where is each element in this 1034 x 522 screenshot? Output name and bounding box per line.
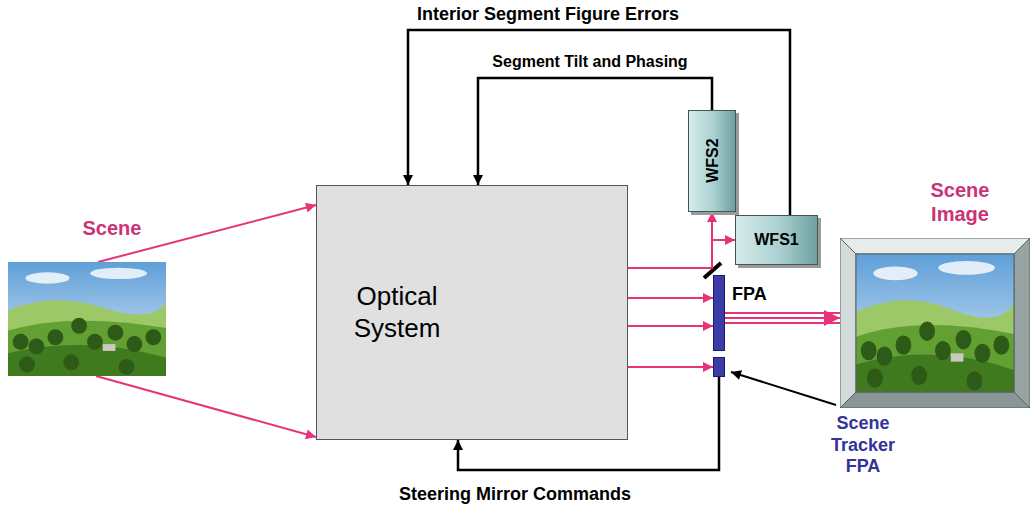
tracker-array: Scene Tracker FPA bbox=[713, 357, 725, 377]
light-path bbox=[628, 212, 712, 268]
tree bbox=[975, 344, 991, 363]
tree bbox=[127, 336, 143, 352]
light-path bbox=[628, 325, 713, 327]
tree bbox=[911, 366, 927, 385]
house bbox=[951, 353, 964, 361]
tree bbox=[919, 322, 935, 341]
feedback-line bbox=[478, 78, 712, 185]
frame-bevel bbox=[840, 392, 1030, 408]
light-path bbox=[725, 313, 840, 323]
node-label: WFS1 bbox=[754, 230, 798, 249]
node-label: Optical System bbox=[322, 281, 472, 343]
sensor-box: WFS1 bbox=[735, 215, 818, 265]
node-heading: Scene Tracker FPA bbox=[823, 413, 903, 478]
node-heading: Scene bbox=[70, 216, 154, 240]
hill bbox=[8, 300, 166, 376]
hill bbox=[8, 321, 166, 376]
light-path bbox=[628, 366, 713, 368]
process-box: Optical System bbox=[316, 185, 628, 440]
tree bbox=[861, 341, 877, 360]
tree bbox=[87, 334, 103, 350]
landscape bbox=[8, 262, 166, 376]
sky bbox=[8, 262, 166, 376]
tree bbox=[19, 357, 35, 373]
tree bbox=[119, 359, 135, 375]
frame-bevel bbox=[1014, 238, 1030, 408]
hill bbox=[856, 300, 1014, 392]
house bbox=[103, 344, 116, 351]
tree bbox=[29, 338, 45, 354]
screen-edge bbox=[856, 254, 1014, 392]
tree bbox=[896, 335, 912, 354]
display-frame bbox=[840, 238, 1030, 408]
cloud bbox=[25, 272, 69, 283]
hill bbox=[856, 325, 1014, 392]
tree bbox=[967, 371, 983, 390]
node-heading: FPA bbox=[732, 284, 792, 306]
line-label: Steering Mirror Commands bbox=[397, 484, 633, 506]
tree bbox=[145, 329, 161, 345]
line-label: Segment Tilt and Phasing bbox=[490, 52, 689, 71]
focal-plane-array: FPA bbox=[713, 275, 725, 351]
tree bbox=[71, 318, 87, 334]
light-path bbox=[628, 297, 713, 299]
cloud bbox=[938, 261, 995, 275]
frame-bevel bbox=[840, 238, 1030, 254]
tree bbox=[993, 335, 1009, 354]
tree bbox=[956, 330, 972, 349]
light-path bbox=[628, 240, 735, 268]
leader-arrow bbox=[731, 372, 836, 405]
tree bbox=[13, 334, 29, 350]
tree bbox=[108, 325, 124, 341]
node-heading: Scene Image bbox=[915, 178, 1005, 226]
cloud bbox=[90, 268, 147, 279]
tree bbox=[48, 329, 64, 345]
light-path bbox=[96, 376, 316, 437]
cloud bbox=[873, 266, 917, 280]
image-display: Scene Image bbox=[840, 238, 1030, 408]
tree bbox=[935, 341, 951, 360]
tree bbox=[877, 346, 893, 365]
node-label: WFS2 bbox=[702, 139, 721, 183]
tree bbox=[63, 354, 79, 370]
landscape-picture bbox=[8, 262, 166, 376]
tree bbox=[867, 369, 883, 388]
frame-bevel bbox=[840, 238, 856, 408]
sensor-box: WFS2 bbox=[688, 110, 736, 212]
line-label: Interior Segment Figure Errors bbox=[415, 4, 681, 26]
displayed-landscape bbox=[856, 254, 1014, 392]
scene-picture: Scene bbox=[8, 262, 166, 376]
sky bbox=[856, 254, 1014, 392]
